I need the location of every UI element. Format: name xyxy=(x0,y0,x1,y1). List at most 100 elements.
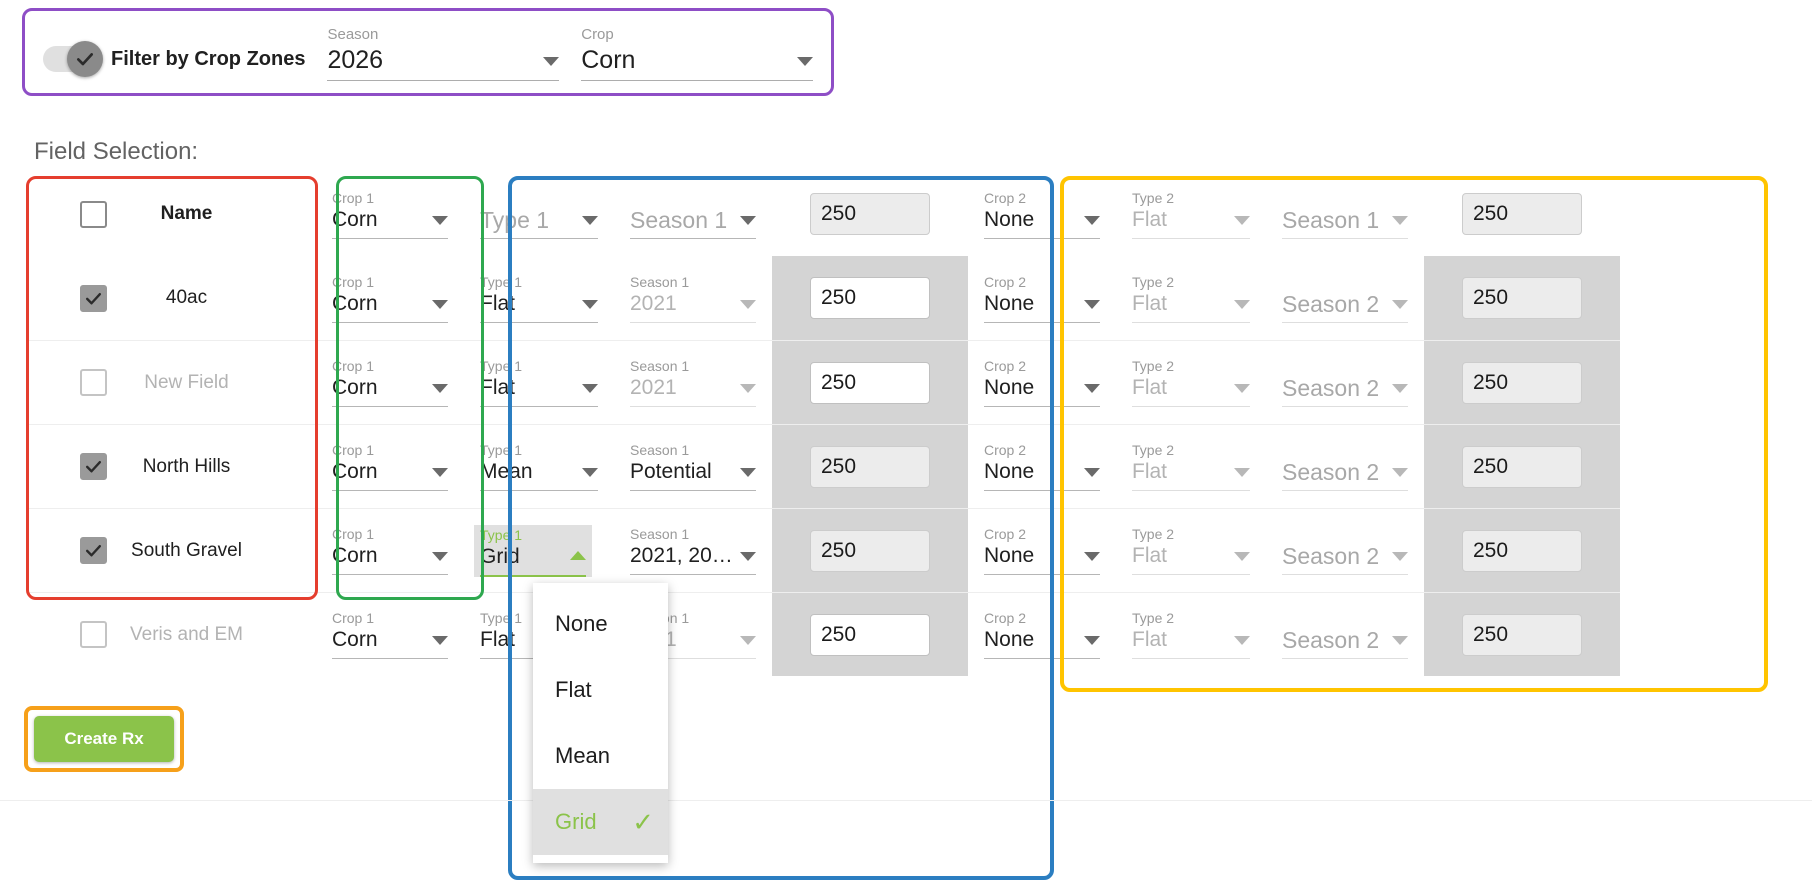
chevron-down-icon xyxy=(543,57,560,66)
dropdown-option-grid[interactable]: Grid✓ xyxy=(533,789,668,855)
chevron-down-icon xyxy=(432,468,448,477)
filter-crop-select[interactable]: Crop Corn xyxy=(581,26,813,81)
row-season1-select[interactable]: Season 1 2021, 20… xyxy=(614,509,772,592)
season1-value: 2021, 20… xyxy=(630,544,733,567)
filter-season-select[interactable]: Season 2026 xyxy=(327,26,560,81)
row-checkbox[interactable] xyxy=(80,284,107,312)
column-header-name: Name xyxy=(160,203,213,224)
select-all-checkbox[interactable] xyxy=(80,200,107,228)
row-name-cell: New Field xyxy=(26,341,316,424)
type1-label: Type 1 xyxy=(480,442,523,458)
crop2-label: Crop 2 xyxy=(984,358,1027,374)
row-checkbox[interactable] xyxy=(80,453,107,480)
crop1-value: Corn xyxy=(332,628,378,651)
row-checkbox[interactable] xyxy=(80,621,107,648)
chevron-down-icon xyxy=(432,552,448,561)
header-type2-select[interactable]: Type 2 Flat xyxy=(1116,172,1266,256)
row-name-cell: North Hills xyxy=(26,425,316,508)
row-rate2-cell xyxy=(1424,256,1620,340)
row-season2-select[interactable]: Season 2 xyxy=(1266,256,1424,340)
rate1-input[interactable] xyxy=(810,613,930,656)
row-checkbox[interactable] xyxy=(80,369,107,396)
type1-value: Flat xyxy=(480,376,516,399)
row-checkbox[interactable] xyxy=(80,537,107,564)
table-header-row: Name Crop 1 Corn Type 1 xyxy=(26,172,1620,256)
rate2-input[interactable] xyxy=(1462,193,1582,235)
dropdown-option-flat[interactable]: Flat xyxy=(533,657,668,723)
rate2-input[interactable] xyxy=(1462,613,1582,656)
dropdown-option-mean[interactable]: Mean xyxy=(533,723,668,789)
type2-label: Type 2 xyxy=(1132,189,1175,206)
dropdown-option-none[interactable]: None xyxy=(533,591,668,657)
row-rate2-cell xyxy=(1424,341,1620,424)
crop1-value: Corn xyxy=(332,291,378,315)
chevron-down-icon xyxy=(582,299,598,309)
type2-label: Type 2 xyxy=(1132,273,1175,290)
rate1-input[interactable] xyxy=(810,445,930,488)
row-season2-select[interactable]: Season 2 xyxy=(1266,341,1424,424)
dropdown-option-label: Mean xyxy=(555,743,611,768)
chevron-down-icon xyxy=(582,215,598,225)
header-season1-select[interactable]: Season 1 xyxy=(614,172,772,256)
rate2-input[interactable] xyxy=(1462,277,1582,319)
row-season2-select[interactable]: Season 2 xyxy=(1266,425,1424,508)
header-crop1-select[interactable]: Crop 1 Corn xyxy=(316,172,464,256)
toggle-track[interactable] xyxy=(43,41,103,77)
season1-label: Season 1 xyxy=(630,526,690,542)
chevron-down-icon xyxy=(582,468,598,477)
chevron-down-icon xyxy=(1084,299,1100,309)
rate2-input[interactable] xyxy=(1462,445,1582,488)
chevron-down-icon xyxy=(1084,468,1100,477)
row-season2-select[interactable]: Season 2 xyxy=(1266,509,1424,592)
row-season2-select[interactable]: Season 2 xyxy=(1266,593,1424,676)
rate1-input[interactable] xyxy=(810,529,930,572)
crop2-label: Crop 2 xyxy=(984,442,1027,458)
header-season2-select[interactable]: Season 1 xyxy=(1266,172,1424,256)
chevron-down-icon xyxy=(797,57,813,66)
rate1-input[interactable] xyxy=(810,277,930,319)
chevron-down-icon xyxy=(1234,384,1250,393)
filter-season-caption: Season xyxy=(327,26,379,43)
create-rx-button[interactable]: Create Rx xyxy=(34,716,174,762)
header-rate1-cell xyxy=(772,172,968,256)
header-type1-select[interactable]: Type 1 xyxy=(464,172,614,256)
check-icon: ✓ xyxy=(632,806,654,837)
rate1-input[interactable] xyxy=(810,361,930,404)
type2-value: Flat xyxy=(1132,376,1168,399)
chevron-down-icon xyxy=(1392,552,1408,561)
header-crop2-select[interactable]: Crop 2 None xyxy=(968,172,1116,256)
rate2-input[interactable] xyxy=(1462,529,1582,572)
row-name-label: New Field xyxy=(144,371,229,393)
crop2-value: None xyxy=(984,544,1035,567)
rate2-input[interactable] xyxy=(1462,361,1582,404)
row-name-label: Veris and EM xyxy=(130,623,243,645)
filter-by-crop-zones-toggle[interactable]: Filter by Crop Zones xyxy=(43,37,305,81)
type2-value: Flat xyxy=(1132,460,1168,483)
rate1-input[interactable] xyxy=(810,193,930,235)
